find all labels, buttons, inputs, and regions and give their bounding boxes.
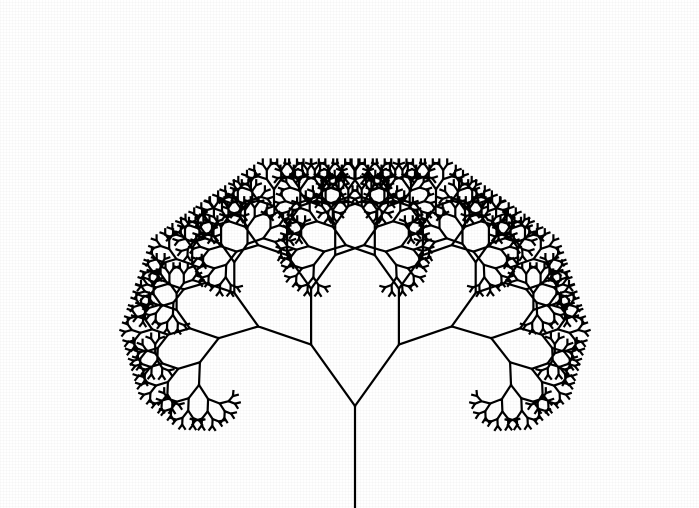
- tree-branch-path: [120, 160, 589, 508]
- tree-branches: [120, 160, 589, 508]
